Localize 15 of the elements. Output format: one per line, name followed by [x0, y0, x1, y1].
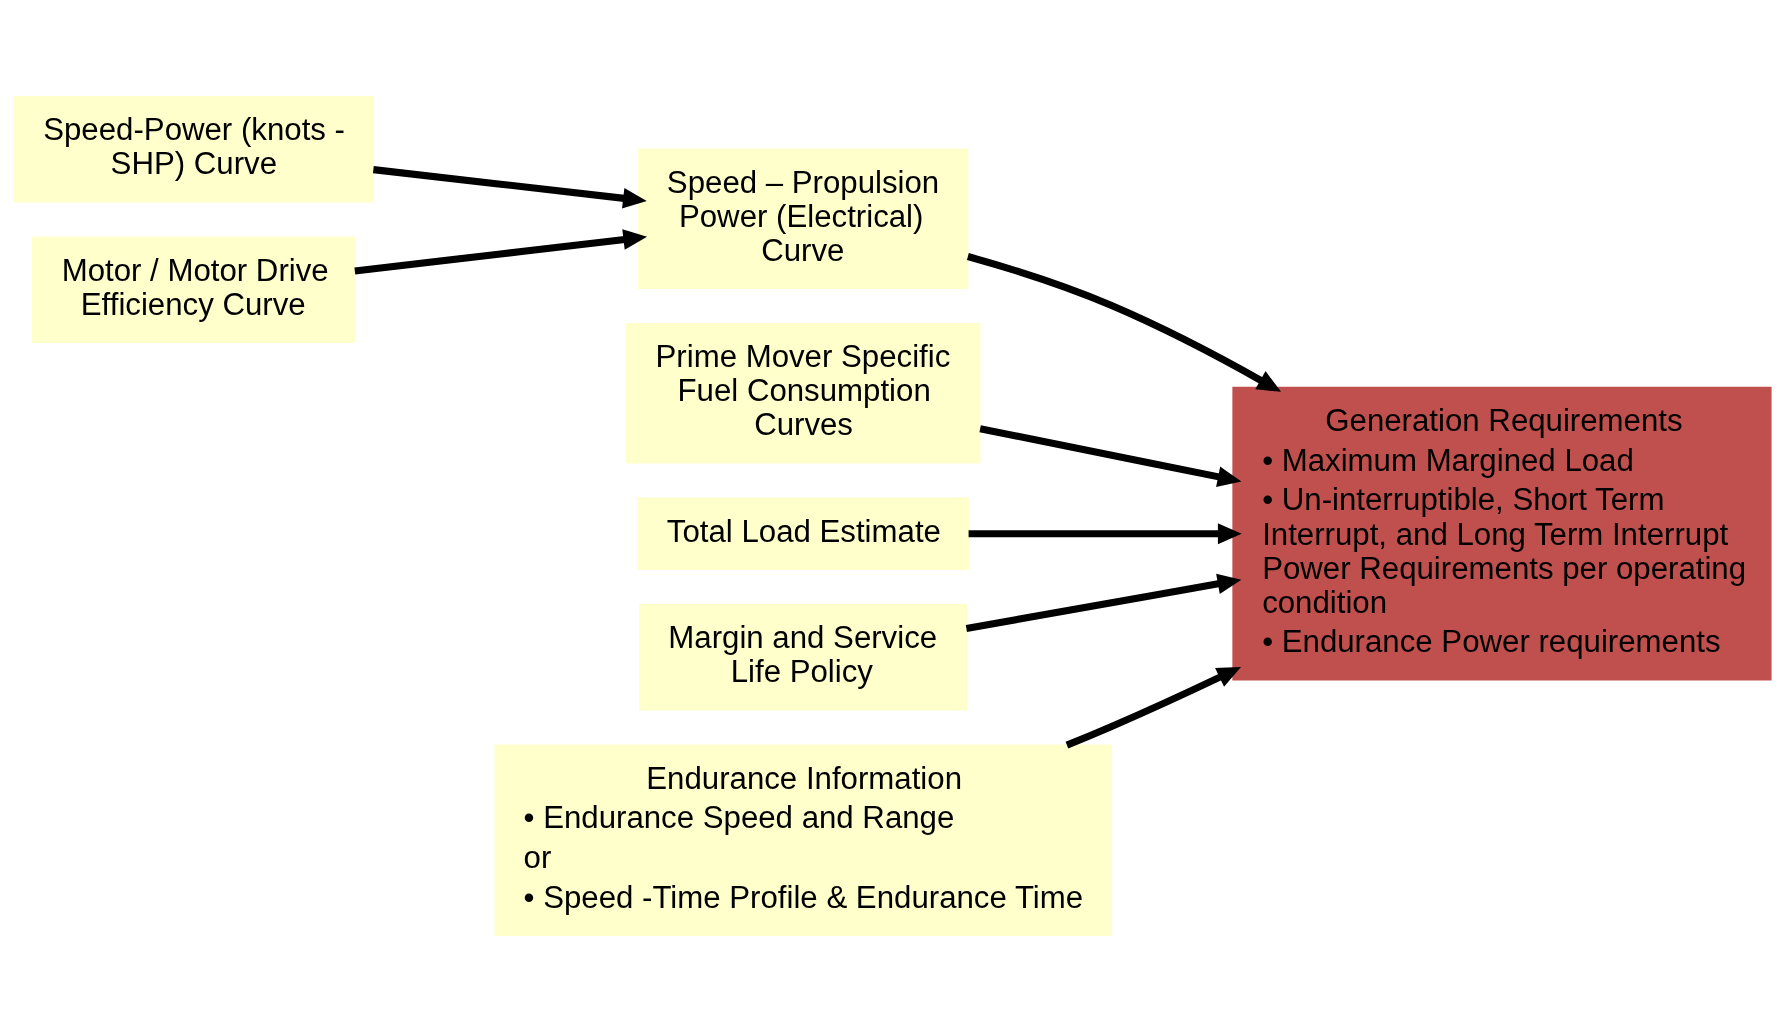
- node-box: Prime Mover Specific Fuel Consumption Curves: [625, 323, 981, 464]
- arrow: [979, 425, 1242, 487]
- arrow: [354, 229, 648, 275]
- arrow: [966, 253, 1282, 392]
- node-box: Total Load Estimate: [637, 497, 970, 570]
- node-box: Margin and Service Life Policy: [639, 604, 967, 711]
- arrow: [965, 573, 1242, 632]
- node-box: Endurance Information • Endurance Speed and Range or • Speed -Time Profile & Endurance Time: [494, 744, 1112, 937]
- node-box: Speed-Power (knots - SHP) Curve: [13, 95, 374, 203]
- arrow: [372, 166, 647, 209]
- arrow: [1065, 667, 1242, 749]
- node-box: Motor / Motor Drive Efficiency Curve: [31, 236, 356, 343]
- arrow: [968, 523, 1242, 545]
- node-box: Generation Requirements • Maximum Margined Load • Un-interruptible, Short Term Interrupt, and Long Term Interrupt Power Requirements per operating condition • Endurance Power requirements: [1232, 386, 1772, 681]
- node-box: Speed – Propulsion Power (Electrical) Curve: [637, 148, 969, 289]
